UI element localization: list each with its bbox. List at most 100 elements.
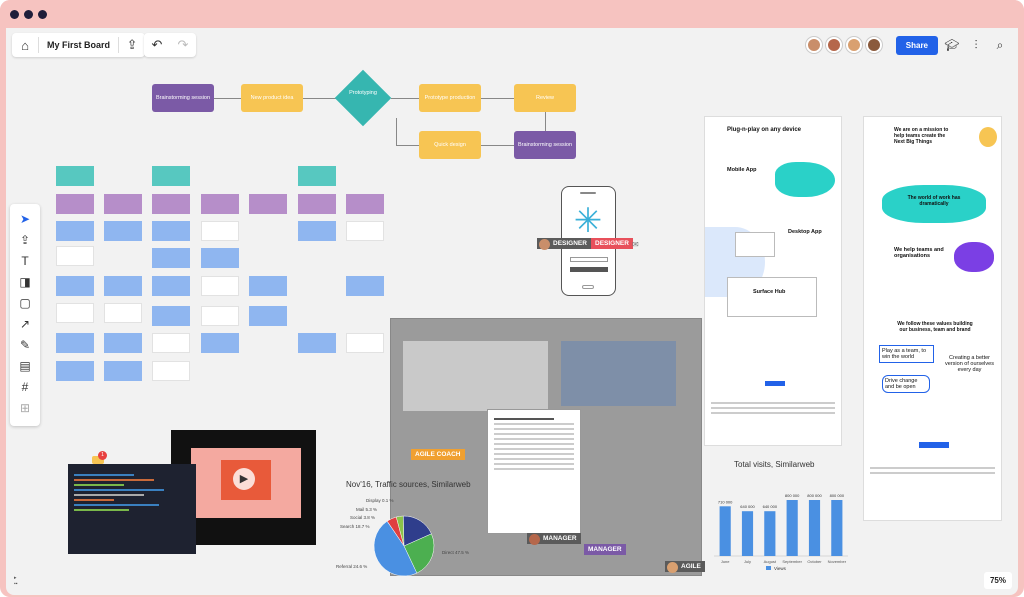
mockup-heading: Mobile App xyxy=(727,167,757,173)
sticky-note[interactable] xyxy=(201,221,239,241)
top-toolbar: ⌂ My First Board ⇪ ↶ ↷ Share 🎓︎ ⫶ ⌕ xyxy=(6,28,1018,62)
more-tools-icon[interactable]: ⊞ xyxy=(19,400,31,415)
bar-august xyxy=(764,511,776,556)
undo-icon[interactable]: ↶ xyxy=(151,37,163,52)
comment-icon[interactable] xyxy=(92,456,104,464)
sticky-note[interactable] xyxy=(56,194,94,214)
sticky-note[interactable] xyxy=(298,194,336,214)
sticky-note[interactable] xyxy=(56,166,94,186)
pen-icon[interactable]: ✎ xyxy=(19,337,31,352)
play-icon[interactable]: ▶ xyxy=(233,468,255,490)
avatar[interactable] xyxy=(845,37,862,53)
sticky-note[interactable] xyxy=(346,276,384,296)
chart-title: Total visits, Similarweb xyxy=(734,460,815,469)
board-canvas[interactable]: ⌂ My First Board ⇪ ↶ ↷ Share 🎓︎ ⫶ ⌕ xyxy=(6,28,1018,595)
flow-node[interactable]: New product idea xyxy=(241,84,303,112)
sticky-note-icon[interactable]: ◨ xyxy=(19,274,31,289)
balloon-icon xyxy=(979,127,997,147)
select-cursor-icon[interactable]: ➤ xyxy=(19,211,31,226)
user-cursor-tag: AGILE COACH xyxy=(411,449,465,460)
sticky-note[interactable] xyxy=(152,248,190,268)
sticky-note[interactable] xyxy=(298,221,336,241)
notification-badge: 1 xyxy=(98,451,107,460)
sticky-note[interactable] xyxy=(152,333,190,353)
sticky-note[interactable] xyxy=(104,276,142,296)
avatar[interactable] xyxy=(865,37,882,53)
pie-chart-card[interactable]: Nov'16, Traffic sources, Similarweb Disp… xyxy=(336,476,496,586)
sticky-note[interactable] xyxy=(298,333,336,353)
mockup-heading: Plug-n-play on any device xyxy=(727,127,802,133)
share-button[interactable]: Share xyxy=(895,35,938,55)
sticky-note[interactable] xyxy=(201,248,239,268)
flow-node[interactable]: Review xyxy=(514,84,576,112)
bar-data-label: 800 000 xyxy=(785,493,800,498)
sticky-note[interactable] xyxy=(56,333,94,353)
sticky-note[interactable] xyxy=(56,246,94,266)
purple-blob xyxy=(954,242,994,272)
text-icon[interactable]: T xyxy=(21,253,29,268)
sticky-note[interactable] xyxy=(201,276,239,296)
window-dot-icon[interactable] xyxy=(24,10,33,19)
mockup-heading: We follow these values building our busi… xyxy=(897,321,973,333)
sticky-note[interactable] xyxy=(104,194,142,214)
sticky-note[interactable] xyxy=(152,166,190,186)
sticky-note[interactable] xyxy=(201,333,239,353)
sticky-note[interactable] xyxy=(56,361,94,381)
mockup-heading: The world of work has dramatically xyxy=(907,195,961,207)
bar-category-label: August xyxy=(764,559,777,564)
sticky-note[interactable] xyxy=(56,303,94,323)
flow-node[interactable]: Brainstorming session xyxy=(152,84,214,112)
shape-icon[interactable]: ▢ xyxy=(19,295,31,310)
zoom-level[interactable]: 75% xyxy=(983,572,1012,589)
sticky-note[interactable] xyxy=(249,276,287,296)
sticky-note[interactable] xyxy=(298,166,336,186)
sticky-note[interactable] xyxy=(201,306,239,326)
flow-node[interactable]: Brainstorming session xyxy=(514,131,576,159)
decision-diamond[interactable] xyxy=(334,69,392,127)
window-dot-icon[interactable] xyxy=(38,10,47,19)
sticky-note[interactable] xyxy=(104,221,142,241)
flow-node[interactable]: Prototype production xyxy=(419,84,481,112)
sticky-note[interactable] xyxy=(346,194,384,214)
sticky-note[interactable] xyxy=(201,194,239,214)
website-mockup-mission[interactable]: We are on a mission to help teams create… xyxy=(863,116,1002,521)
comment-icon[interactable]: ▤ xyxy=(19,358,31,373)
window-dot-icon[interactable] xyxy=(10,10,19,19)
board-menu: ⌂ My First Board ⇪ xyxy=(12,33,146,57)
connector-icon[interactable]: ↗ xyxy=(19,316,31,331)
sticky-note[interactable] xyxy=(56,276,94,296)
user-cursor-tag: DESIGNER xyxy=(591,238,633,249)
sticky-note[interactable] xyxy=(56,221,94,241)
board-title[interactable]: My First Board xyxy=(47,40,111,50)
sticky-note[interactable] xyxy=(104,303,142,323)
sticky-note[interactable] xyxy=(104,333,142,353)
flow-node[interactable]: Quick design xyxy=(419,131,481,159)
upload-icon[interactable]: ⇪ xyxy=(126,37,138,52)
sticky-note[interactable] xyxy=(152,361,190,381)
settings-sliders-icon[interactable]: ⫶ xyxy=(974,37,978,52)
frame-icon[interactable]: # xyxy=(21,379,29,394)
document-page[interactable] xyxy=(487,409,581,534)
redo-icon[interactable]: ↷ xyxy=(177,37,189,52)
sticky-note[interactable] xyxy=(152,276,190,296)
home-icon[interactable]: ⌂ xyxy=(21,37,29,53)
code-screenshot-image[interactable] xyxy=(68,464,196,554)
sticky-note[interactable] xyxy=(152,221,190,241)
sticky-note[interactable] xyxy=(346,221,384,241)
sticky-note[interactable] xyxy=(152,306,190,326)
sticky-note[interactable] xyxy=(346,333,384,353)
sticky-note[interactable] xyxy=(152,194,190,214)
avatar[interactable] xyxy=(825,37,842,53)
sticky-note[interactable] xyxy=(249,306,287,326)
search-icon[interactable]: ⌕ xyxy=(996,37,1004,52)
tool-rail: ➤ ⇪ T ◨ ▢ ↗ ✎ ▤ # ⊞ xyxy=(10,204,40,426)
sticky-note[interactable] xyxy=(249,194,287,214)
collaboration-bar: Share 🎓︎ ⫶ ⌕ xyxy=(805,33,1010,57)
website-mockup-devices[interactable]: Plug-n-play on any device Mobile App Des… xyxy=(704,116,842,446)
avatar[interactable] xyxy=(805,37,822,53)
minimap-toggle-icon[interactable]: ▸▪▪ xyxy=(14,575,18,587)
sticky-note[interactable] xyxy=(104,361,142,381)
graduation-cap-icon[interactable]: 🎓︎ xyxy=(944,38,960,52)
upload-icon[interactable]: ⇪ xyxy=(19,232,31,247)
